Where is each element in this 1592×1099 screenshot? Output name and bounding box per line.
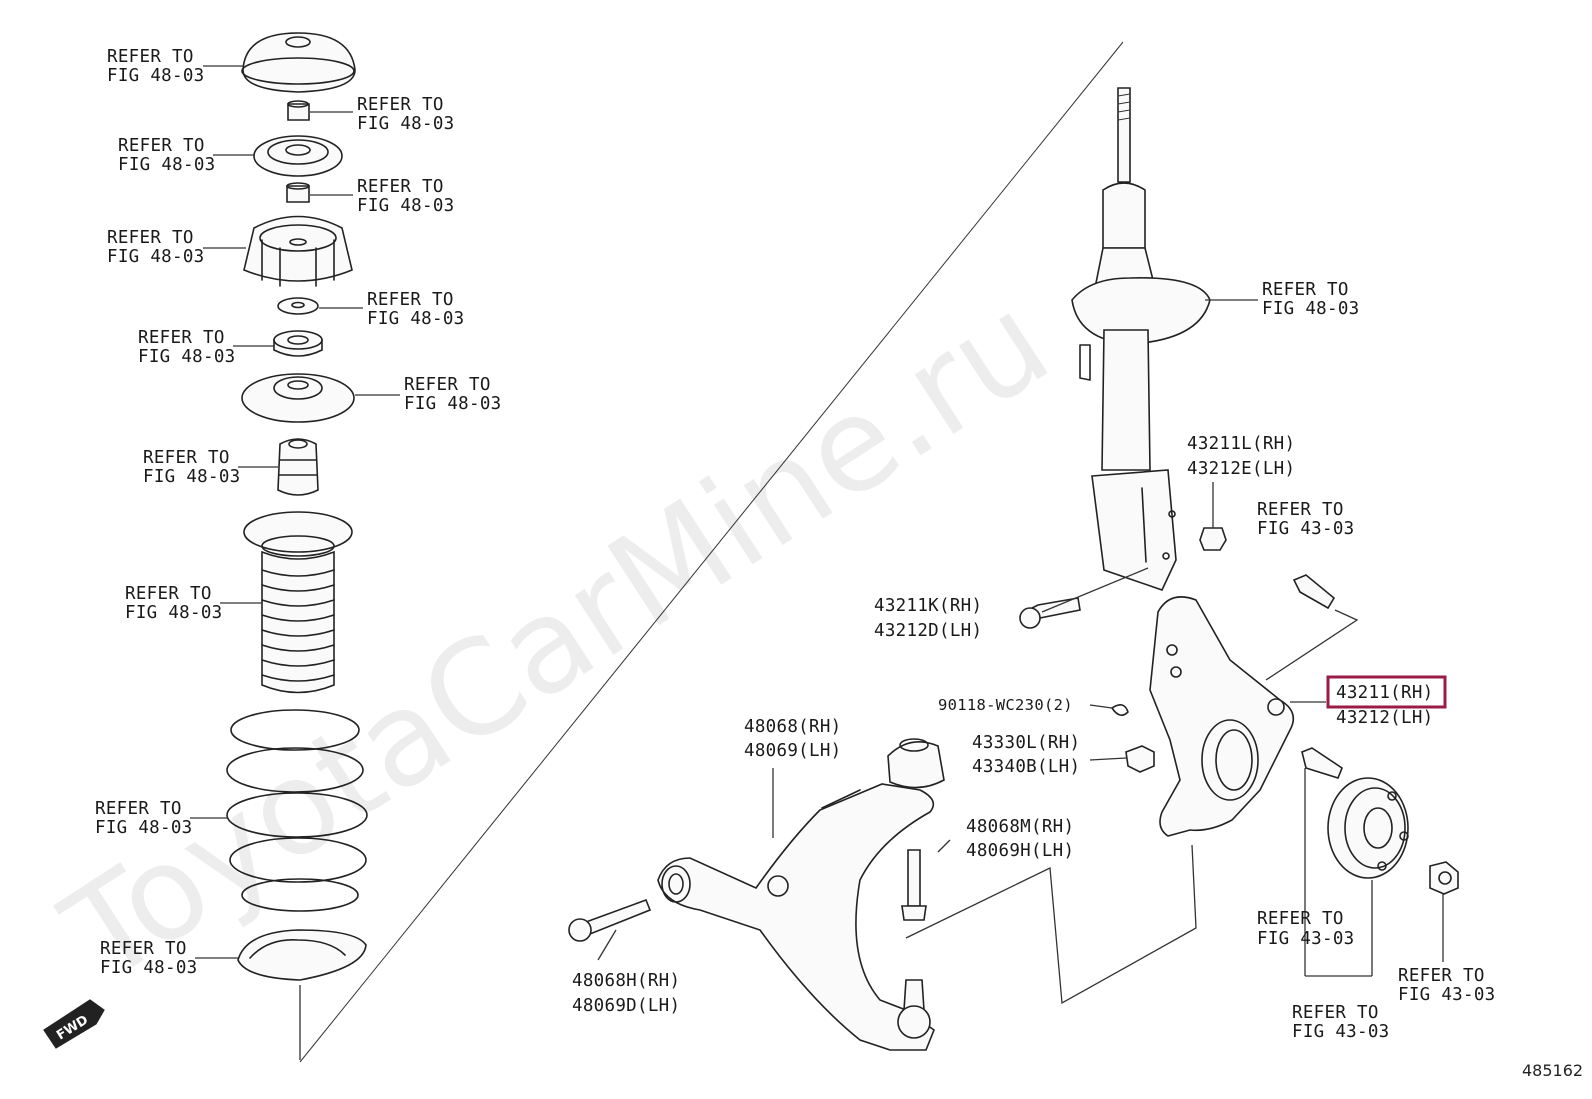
label-l10a: REFER TO (125, 584, 212, 604)
lower-control-arm[interactable] (657, 738, 945, 1051)
label-r5b: 43212(LH) (1336, 708, 1434, 728)
label-r10b: 48069D(LH) (572, 996, 680, 1016)
steering-knuckle[interactable] (1149, 596, 1295, 837)
strut-nut[interactable] (1199, 527, 1227, 551)
label-l5a: REFER TO (107, 228, 194, 248)
label-r13b: FIG 43-03 (1292, 1022, 1390, 1042)
label-l4a: REFER TO (357, 177, 444, 197)
fwd-arrow-icon: FWD (43, 999, 105, 1049)
upper-support[interactable] (243, 215, 353, 287)
label-l7a: REFER TO (138, 328, 225, 348)
collar[interactable] (286, 182, 310, 203)
label-r9a: 48068M(RH) (966, 817, 1074, 837)
label-r13a: REFER TO (1292, 1003, 1379, 1023)
label-l8a: REFER TO (404, 375, 491, 395)
washer[interactable] (277, 297, 319, 315)
highlight-box (1326, 675, 1447, 709)
label-r12a: REFER TO (1398, 966, 1485, 986)
ball-joint[interactable] (897, 979, 931, 1039)
hub-bolt[interactable] (1301, 747, 1343, 779)
label-r8a: 48068(RH) (744, 717, 842, 737)
bump-stopper[interactable] (277, 438, 319, 496)
label-l9b: FIG 48-03 (143, 467, 241, 487)
label-r1b: FIG 48-03 (1262, 299, 1360, 319)
label-l9a: REFER TO (143, 448, 230, 468)
label-r8b: 48069(LH) (744, 741, 842, 761)
separator-line (299, 41, 1124, 1063)
label-l10b: FIG 48-03 (125, 603, 223, 623)
label-r7b: 43340B(LH) (972, 757, 1080, 777)
label-l3a: REFER TO (118, 136, 205, 156)
dust-boot[interactable] (243, 511, 353, 694)
right-labels: REFER TO FIG 48-03 43211L(RH) 43212E(LH)… (572, 280, 1496, 1042)
label-r2a: 43211L(RH) (1187, 434, 1295, 454)
caliper-bolt[interactable] (1292, 574, 1336, 610)
label-r3b: FIG 43-03 (1257, 519, 1355, 539)
lower-spring-insulator[interactable] (237, 929, 367, 981)
label-l4b: FIG 48-03 (357, 196, 455, 216)
label-r1a: REFER TO (1262, 280, 1349, 300)
label-r9b: 48069H(LH) (966, 841, 1074, 861)
upper-insulator-cap[interactable] (241, 32, 356, 93)
left-leaders (190, 65, 400, 1060)
shock-absorber-strut[interactable] (1071, 87, 1211, 591)
label-r7a: 43330L(RH) (972, 733, 1080, 753)
bearing[interactable] (273, 330, 323, 357)
hub-bearing[interactable] (1327, 777, 1409, 879)
label-l12a: REFER TO (100, 939, 187, 959)
label-r3a: REFER TO (1257, 500, 1344, 520)
label-l1a: REFER TO (107, 47, 194, 67)
front-arm-bolt[interactable] (568, 898, 652, 942)
rear-arm-bolt[interactable] (901, 849, 927, 921)
nut-1[interactable] (287, 100, 310, 121)
label-r10a: 48068H(RH) (572, 971, 680, 991)
label-r4a: 43211K(RH) (874, 596, 982, 616)
label-l2b: FIG 48-03 (357, 114, 455, 134)
label-l2a: REFER TO (357, 95, 444, 115)
knuckle-nut[interactable] (1125, 745, 1155, 773)
label-l11a: REFER TO (95, 799, 182, 819)
label-l12b: FIG 48-03 (100, 958, 198, 978)
label-l6b: FIG 48-03 (367, 309, 465, 329)
label-l1b: FIG 48-03 (107, 66, 205, 86)
label-l3b: FIG 48-03 (118, 155, 216, 175)
label-l11b: FIG 48-03 (95, 818, 193, 838)
right-leaders (597, 299, 1444, 1005)
label-r12b: FIG 43-03 (1398, 985, 1496, 1005)
label-r6: 90118-WC230(2) (938, 696, 1073, 714)
label-r5a[interactable]: 43211(RH) (1336, 683, 1434, 703)
label-r2b: 43212E(LH) (1187, 459, 1295, 479)
label-r4b: 43212D(LH) (874, 621, 982, 641)
clip[interactable] (1111, 704, 1129, 716)
upper-support-plate[interactable] (253, 135, 343, 177)
label-l5b: FIG 48-03 (107, 247, 205, 267)
upper-spring-seat[interactable] (241, 373, 355, 423)
hub-nut[interactable] (1429, 861, 1459, 895)
label-l7b: FIG 48-03 (138, 347, 236, 367)
label-l6a: REFER TO (367, 290, 454, 310)
label-l8b: FIG 48-03 (404, 394, 502, 414)
strut-bolt[interactable] (1019, 597, 1081, 629)
coil-spring[interactable] (226, 709, 368, 912)
diagram-id: 485162 (1522, 1061, 1583, 1080)
left-labels: REFER TO FIG 48-03 REFER TO FIG 48-03 RE… (95, 47, 502, 978)
label-r11b: FIG 43-03 (1257, 929, 1355, 949)
label-r11a: REFER TO (1257, 909, 1344, 929)
